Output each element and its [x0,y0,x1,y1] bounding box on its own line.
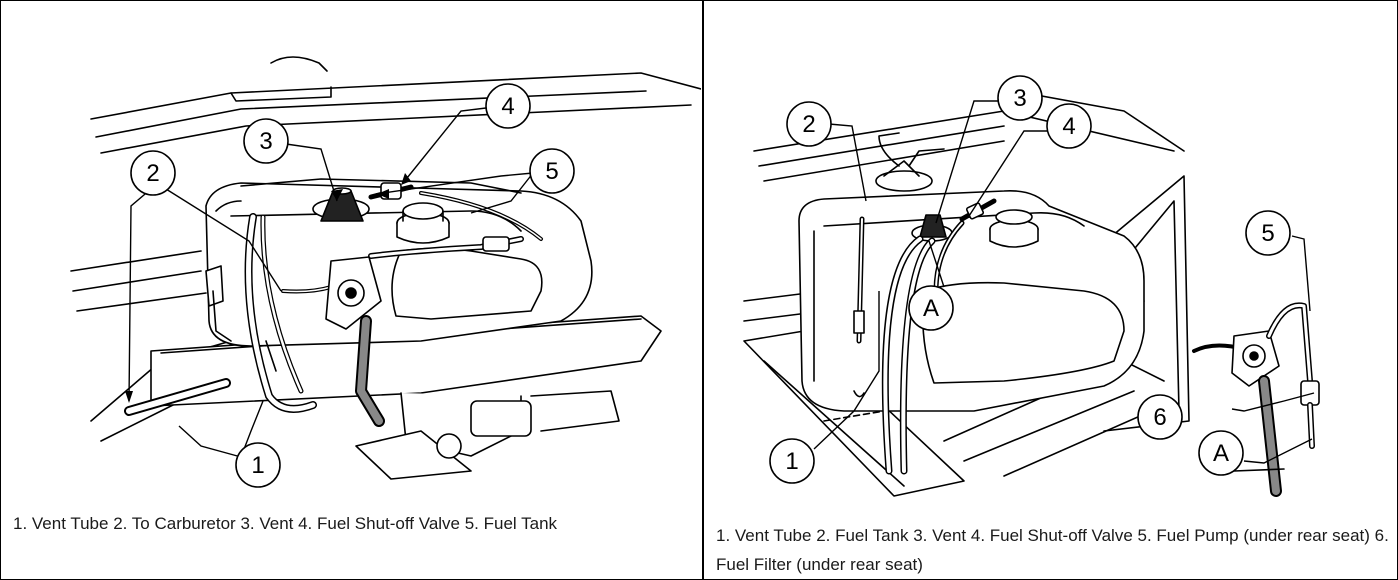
callout-a-lower-circle [1198,430,1244,476]
callout-1-label: 1 [785,448,798,475]
callout-3-label: 3 [1013,85,1026,112]
callout-2-label: 2 [146,160,159,187]
callout-3-label: 3 [259,128,272,155]
callout-1-label: 1 [251,452,264,479]
left-caption: 1. Vent Tube 2. To Carburetor 3. Vent 4.… [13,514,558,533]
callout-4-circle [485,83,531,129]
callout-3-circle [243,118,289,164]
callout-4-label: 4 [501,93,514,120]
callout-5-circle [529,148,575,194]
callout-6-label: 6 [1153,404,1166,431]
callout-a-upper-label: A [923,295,939,322]
callout-a-lower-label: A [1213,440,1229,467]
right-fuel-tank-illustration: 1 2 3 4 5 6 A A [743,75,1320,497]
callout-a-upper-circle [908,285,954,331]
callout-1-circle [235,442,281,488]
callout-1-circle [769,438,815,484]
callout-2-label: 2 [802,111,815,138]
callout-3-circle [997,75,1043,121]
callout-6-circle [1137,394,1183,440]
right-caption: 1. Vent Tube 2. Fuel Tank 3. Vent 4. Fue… [716,526,1389,574]
left-fuel-tank-illustration: 1 2 3 4 5 [70,56,701,488]
callout-5-label: 5 [1261,220,1274,247]
right-figure-panel: 1 2 3 4 5 6 A A 1. Vent Tube 2. Fuel Tan… [704,1,1397,579]
callout-5-circle [1245,210,1291,256]
callout-5-label: 5 [545,158,558,185]
callout-4-label: 4 [1062,113,1075,140]
callout-4-circle [1046,103,1092,149]
callout-2-circle [130,150,176,196]
left-figure-panel: 1 2 3 4 5 1. Vent Tube 2. To Carburetor … [1,1,704,579]
callout-2-circle [786,101,832,147]
